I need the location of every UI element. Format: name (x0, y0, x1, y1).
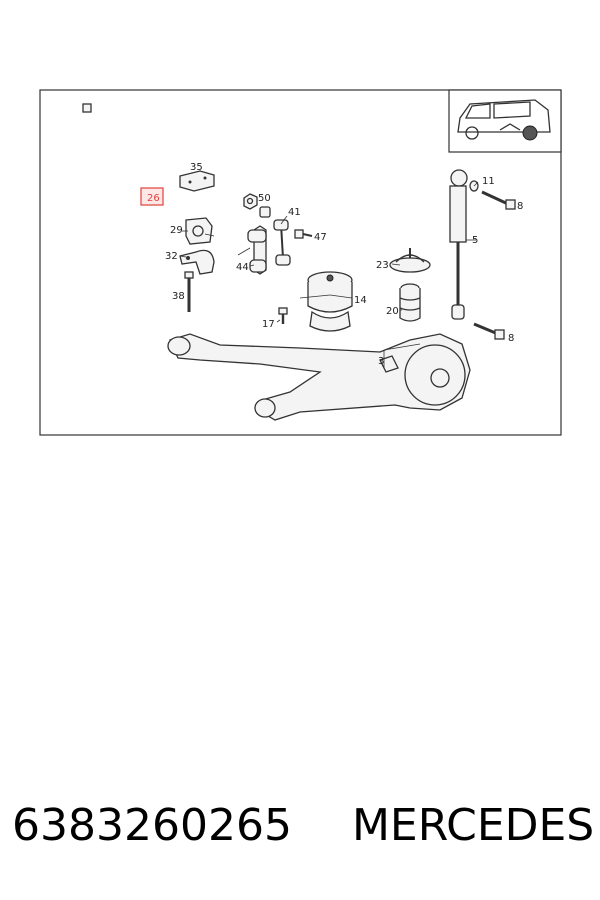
highlighted-part-box (140, 187, 164, 206)
label-3: 3 (378, 356, 384, 367)
label-35: 35 (190, 162, 203, 173)
caption: 6383260265 MERCEDES (12, 800, 594, 860)
stabilizer-bar[interactable] (76, 103, 271, 218)
label-5: 5 (472, 235, 478, 246)
part-8-bolt-lower[interactable] (473, 322, 505, 340)
label-26: 26 (147, 193, 160, 204)
label-47: 47 (314, 232, 327, 243)
label-17: 17 (262, 319, 275, 330)
brand-name: MERCEDES (351, 800, 595, 851)
label-11: 11 (482, 176, 495, 187)
label-23: 23 (376, 260, 389, 271)
part-35-block[interactable] (179, 170, 215, 192)
label-38: 38 (172, 291, 185, 302)
parts-diagram: 35 26 50 41 47 29 32 44 38 11 8 5 23 14 … (39, 89, 562, 436)
part-20-bump-stop[interactable] (399, 283, 421, 322)
label-41: 41 (288, 207, 301, 218)
part-5-shock-absorber[interactable] (449, 169, 468, 320)
label-8-lower: 8 (508, 333, 514, 344)
van-icon (457, 99, 551, 141)
part-41-link[interactable] (273, 219, 291, 266)
part-23-cap[interactable] (389, 248, 431, 273)
part-29-bushing[interactable] (185, 217, 213, 245)
part-47-screw[interactable] (294, 229, 313, 239)
leader-lines (179, 181, 479, 368)
label-44: 44 (236, 262, 249, 273)
part-44-link[interactable] (247, 225, 267, 275)
label-50: 50 (258, 193, 271, 204)
part-8-bolt-upper[interactable] (481, 190, 516, 210)
vehicle-inset-frame (448, 89, 562, 153)
part-38-bolt[interactable] (184, 271, 194, 312)
label-32: 32 (165, 251, 178, 262)
part-14-air-spring[interactable] (307, 271, 353, 332)
part-50-nut[interactable] (243, 193, 258, 210)
label-8-upper: 8 (517, 201, 523, 212)
part-17-bolt[interactable] (278, 307, 288, 324)
label-29: 29 (170, 225, 183, 236)
label-20: 20 (386, 306, 399, 317)
part-32-clamp[interactable] (179, 249, 215, 275)
part-number: 6383260265 (12, 800, 292, 851)
label-14: 14 (354, 295, 367, 306)
trailing-arm[interactable] (167, 333, 471, 421)
